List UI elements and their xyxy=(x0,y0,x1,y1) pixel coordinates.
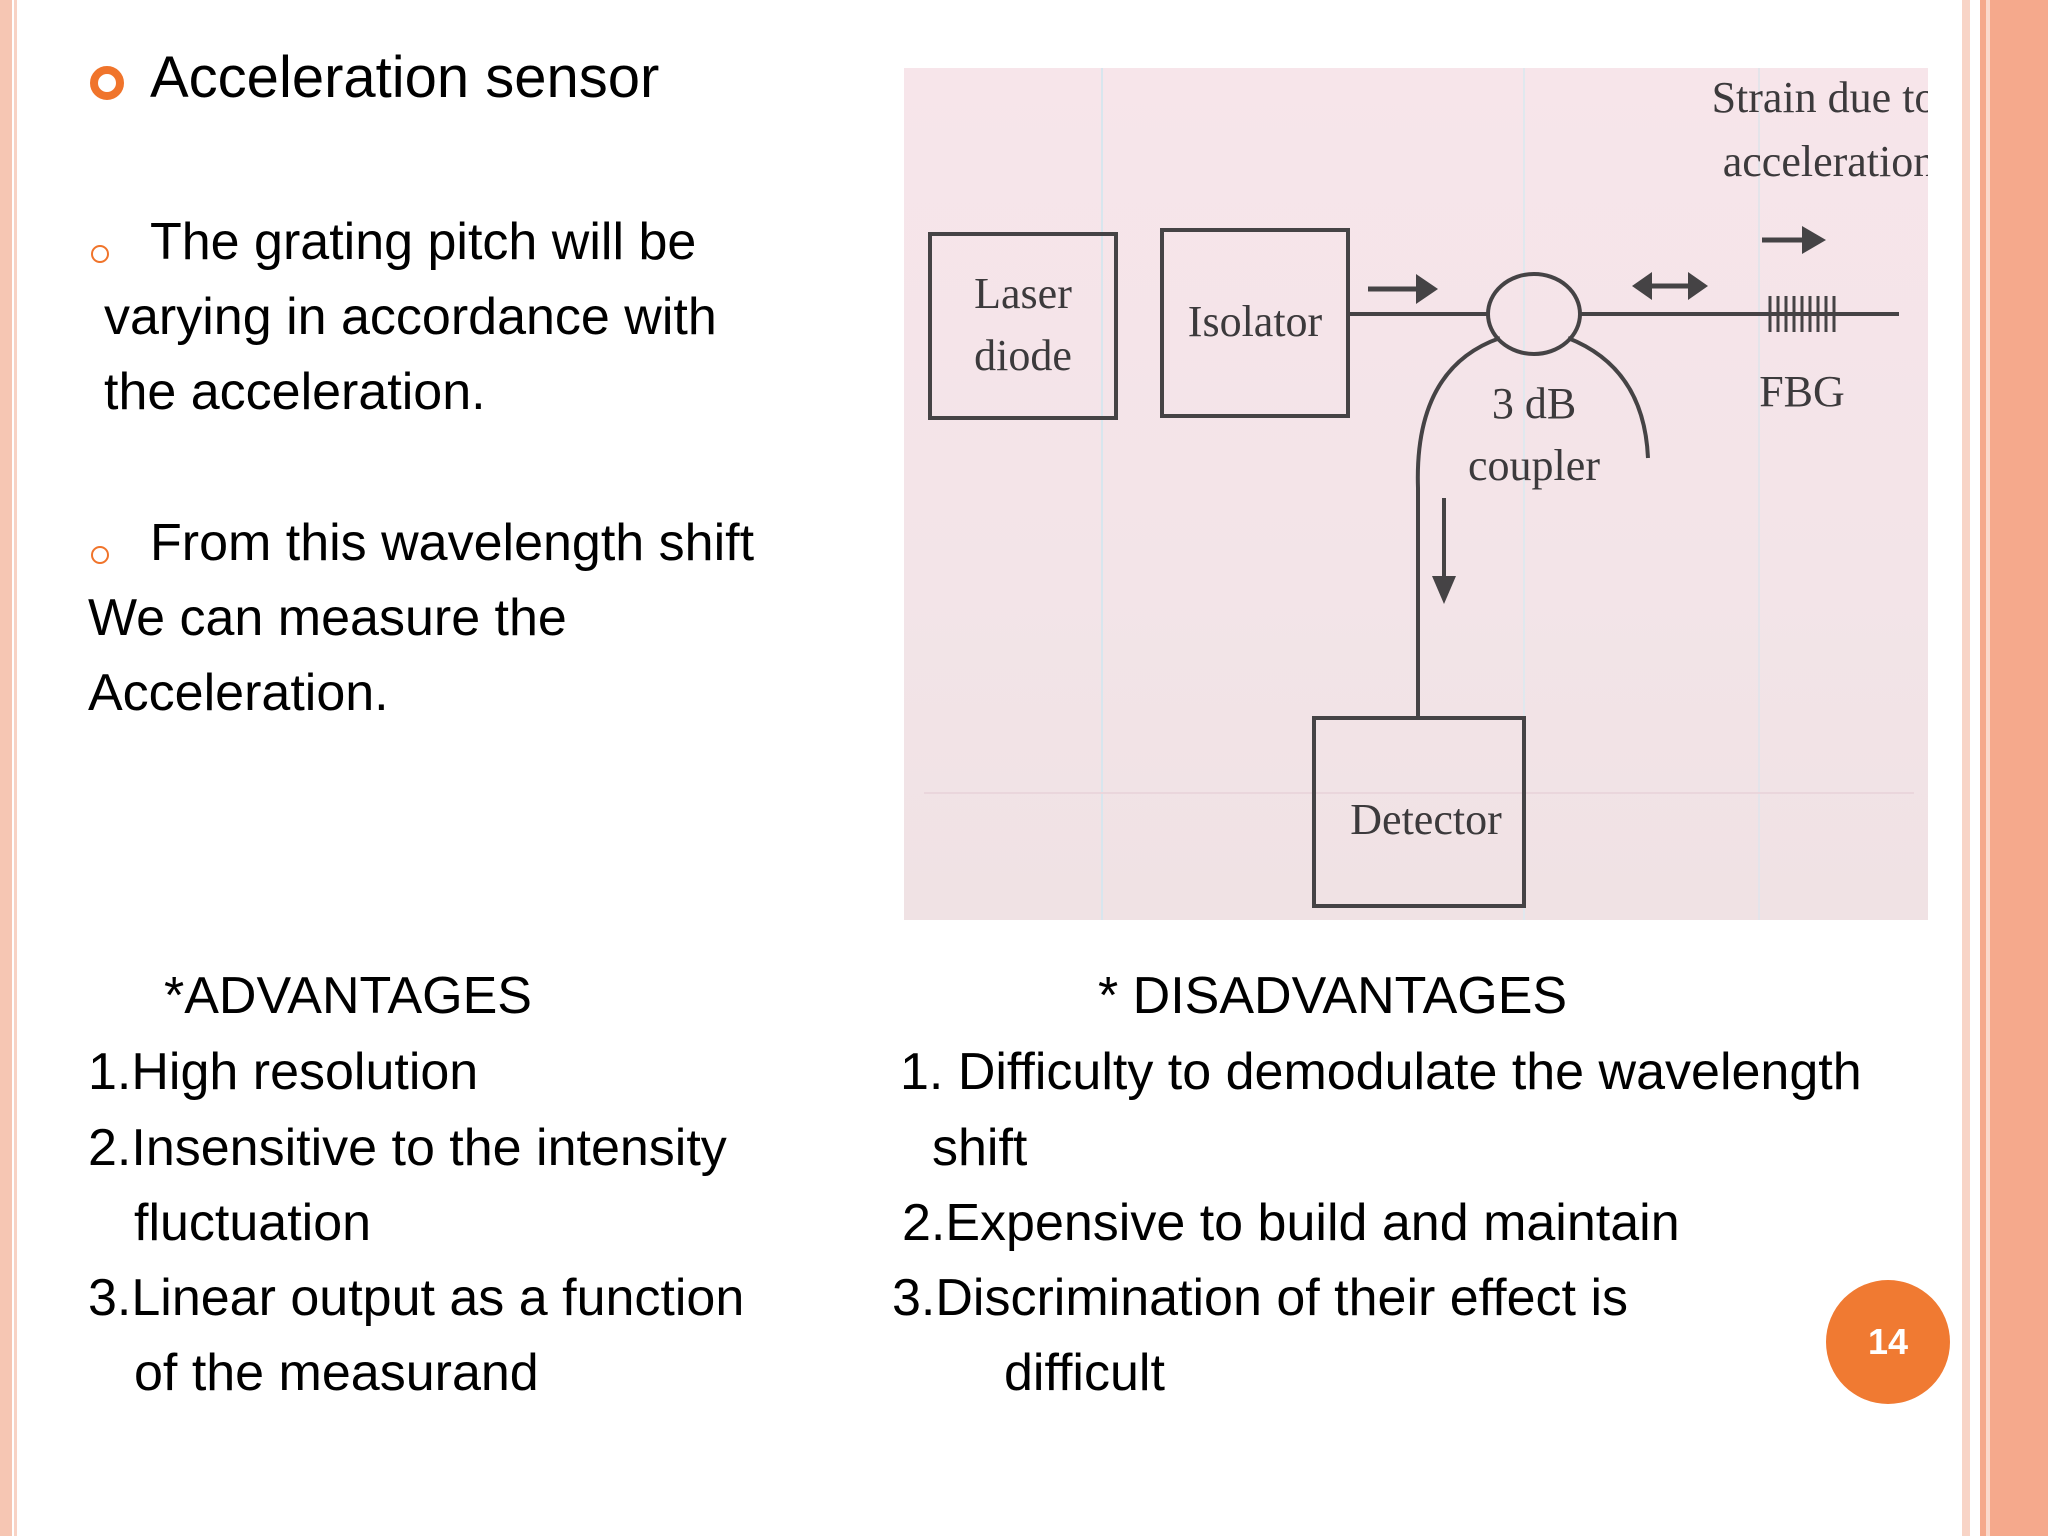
title-bullet-icon xyxy=(90,66,124,100)
coupler-circle xyxy=(1486,272,1582,356)
bullet-circle-icon xyxy=(91,245,109,263)
advantage-line-3: fluctuation xyxy=(134,1194,372,1252)
advantage-line-5: of the measurand xyxy=(134,1344,539,1402)
bullet-1-line-3: the acceleration. xyxy=(104,363,486,421)
advantages-heading: *ADVANTAGES xyxy=(164,967,532,1025)
arrow-right xyxy=(1434,300,1436,314)
disadvantage-line-5: difficult xyxy=(1004,1344,1165,1402)
detector-box xyxy=(1312,716,1526,908)
right-border-inner xyxy=(1962,0,1970,1536)
disadvantage-line-4: 3.Discrimination of their effect is xyxy=(892,1269,1628,1327)
right-border-band xyxy=(1980,0,2048,1536)
fbg-grating xyxy=(1768,296,1836,332)
page-number-badge: 14 xyxy=(1826,1280,1950,1404)
advantage-line-1: 1.High resolution xyxy=(88,1043,479,1101)
left-border xyxy=(0,0,17,1536)
laser-diode-box xyxy=(928,232,1118,420)
bullet-1-line-2: varying in accordance with xyxy=(104,288,717,346)
strain-label-2: acceleration xyxy=(1723,137,1928,186)
disadvantage-line-1: 1. Difficulty to demodulate the waveleng… xyxy=(900,1043,1862,1101)
coupler-label-2: coupler xyxy=(1468,441,1600,490)
bullet-1-line-1: The grating pitch will be xyxy=(150,213,697,271)
bullet-2-line-2: We can measure the xyxy=(88,589,567,647)
bullet-2-line-1: From this wavelength shift xyxy=(150,514,755,572)
advantage-line-2: 2.Insensitive to the intensity xyxy=(88,1119,727,1177)
fbg-label: FBG xyxy=(1759,367,1845,416)
slide-title: Acceleration sensor xyxy=(150,45,660,110)
disadvantage-line-3: 2.Expensive to build and maintain xyxy=(902,1194,1680,1252)
bullet-circle-icon xyxy=(91,546,109,564)
detector-label: Detector xyxy=(1350,795,1502,844)
isolator-label: Isolator xyxy=(1188,297,1323,346)
laser-label-1: Laser xyxy=(974,269,1072,318)
coupler-label-1: 3 dB xyxy=(1492,379,1576,428)
bullet-2-line-3: Acceleration. xyxy=(88,664,389,722)
arrow-down xyxy=(1432,576,1456,604)
strain-label-1: Strain due to xyxy=(1712,73,1928,122)
disadvantages-heading: * DISADVANTAGES xyxy=(1098,967,1568,1025)
advantage-line-4: 3.Linear output as a function xyxy=(88,1269,745,1327)
isolator-box xyxy=(1160,228,1350,418)
laser-label-2: diode xyxy=(974,331,1072,380)
disadvantage-line-2: shift xyxy=(932,1119,1028,1177)
fbg-accelerometer-diagram: Laser diode Isolator 3 dB coupler Strain… xyxy=(904,68,1928,920)
